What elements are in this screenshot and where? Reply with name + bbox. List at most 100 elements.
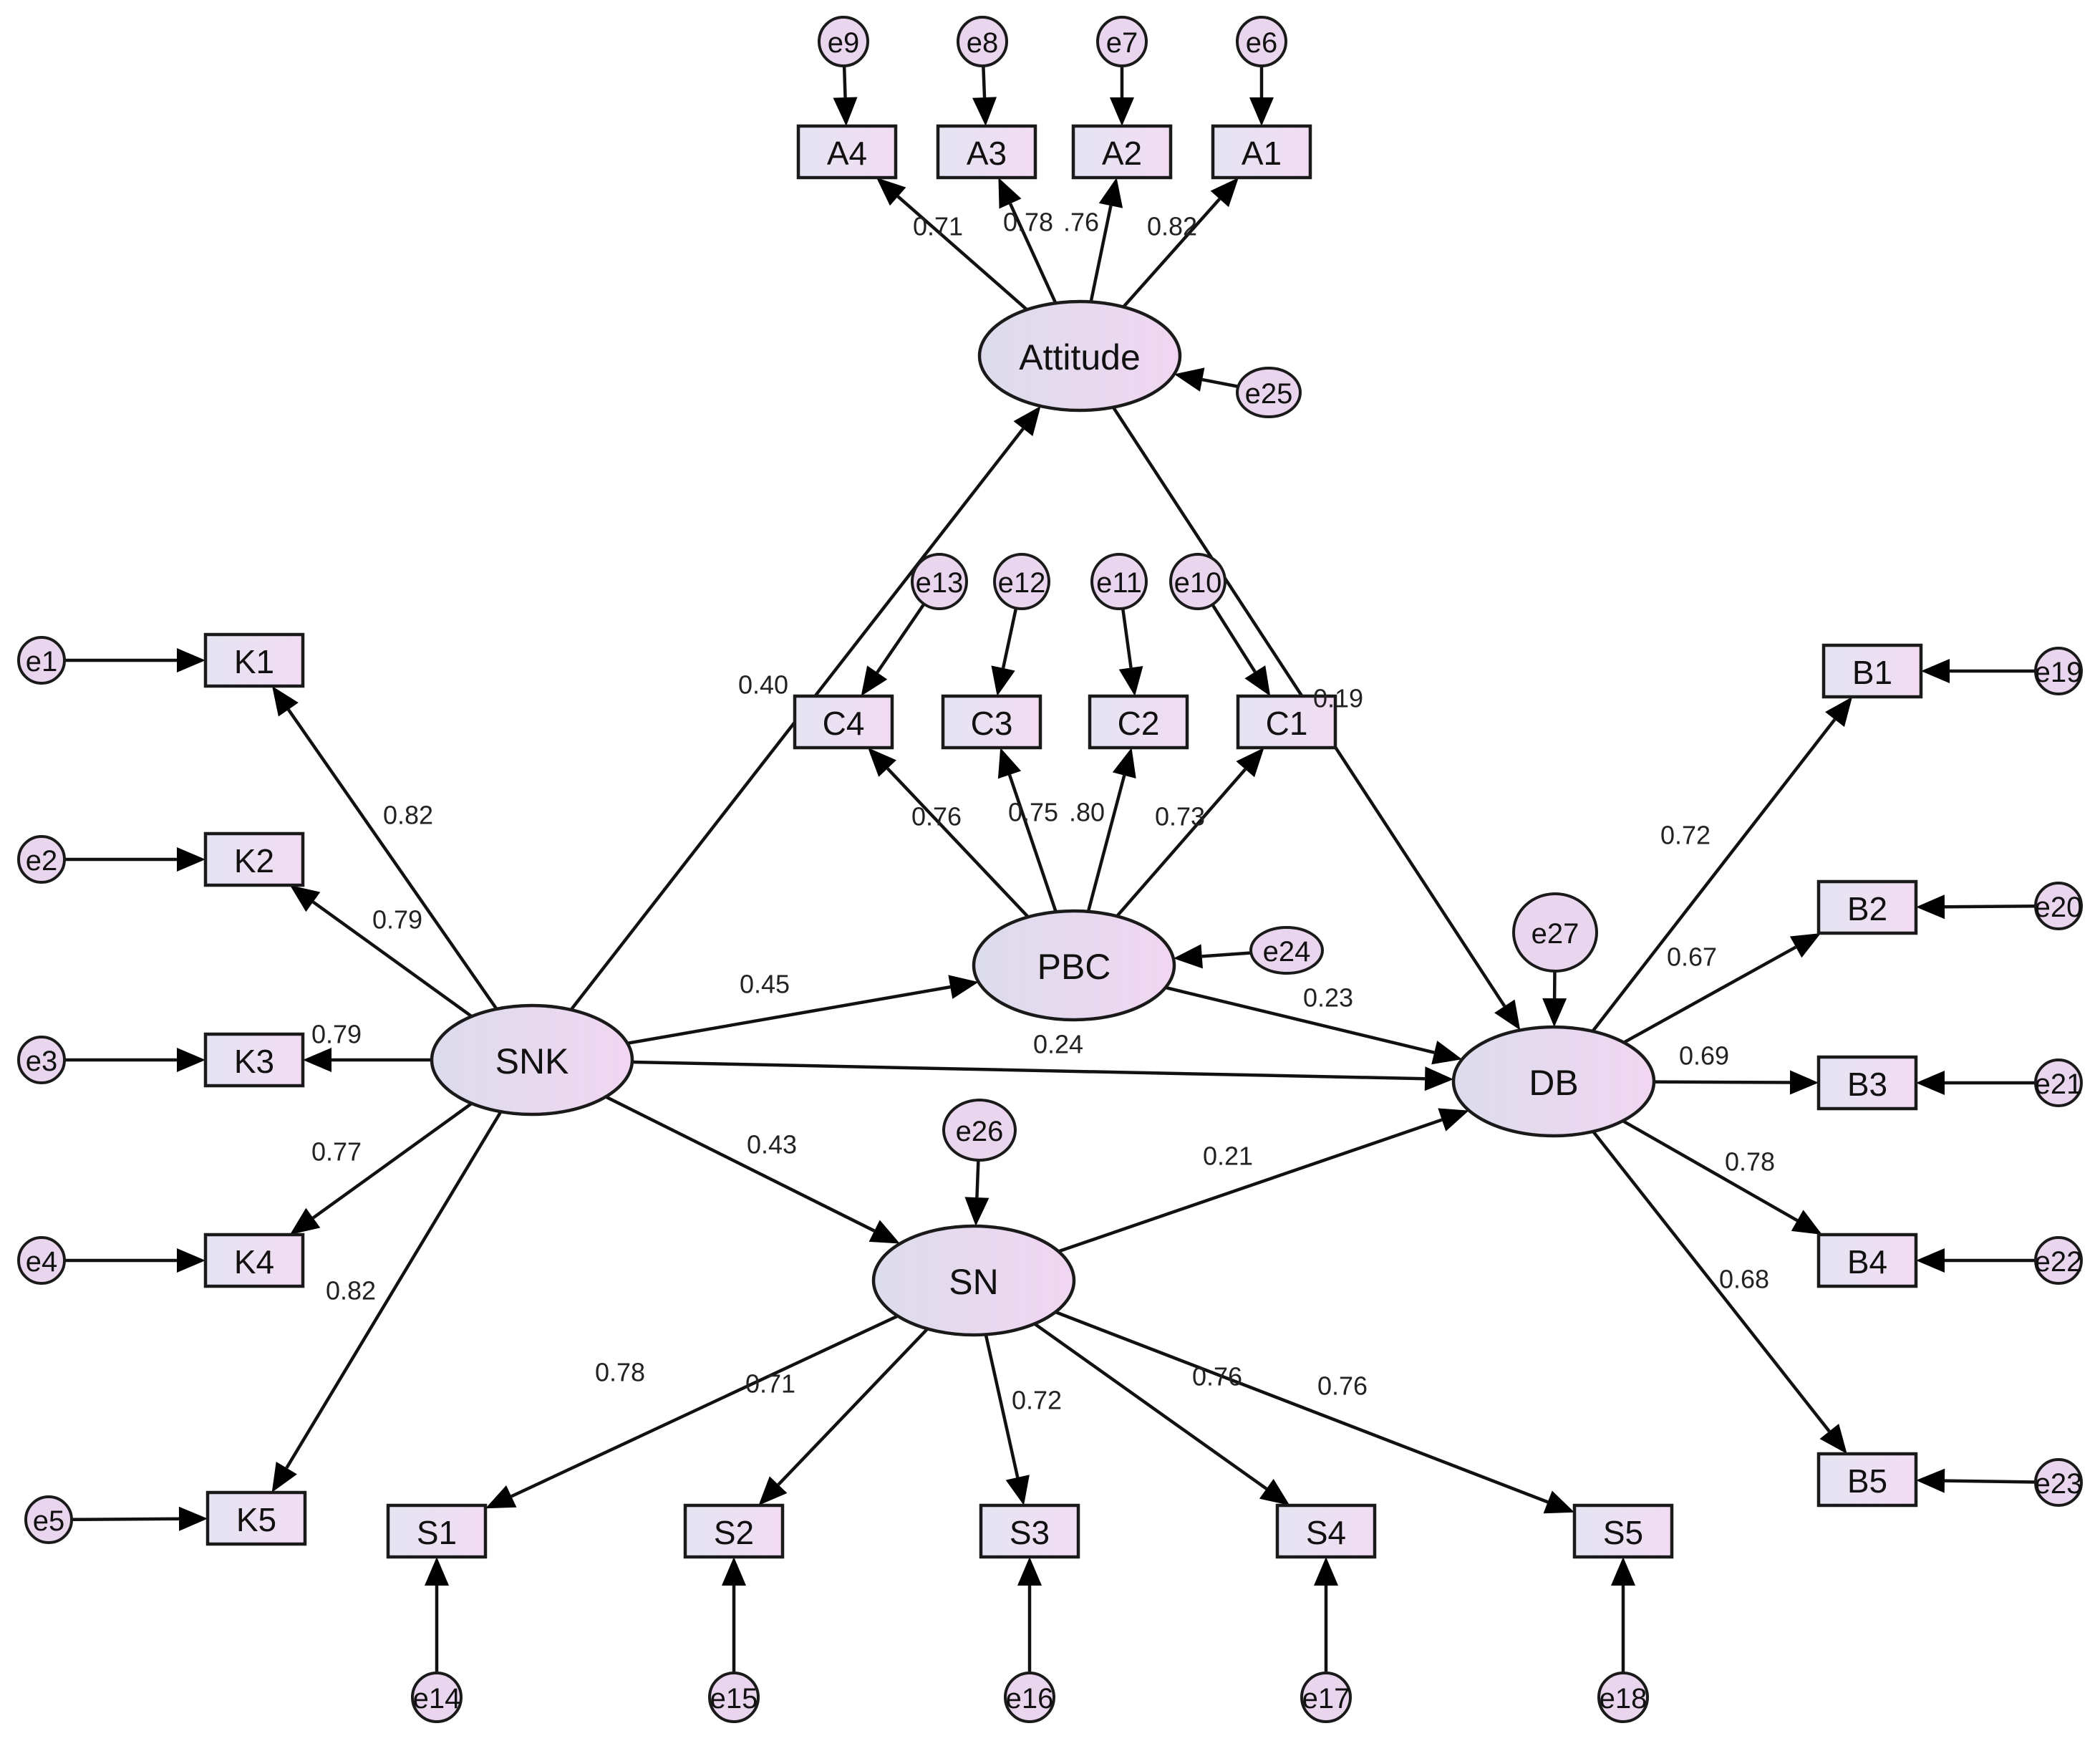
- loading-arrow-snk-k3: [303, 1048, 432, 1072]
- indicator-s5-shape: [1572, 1503, 1674, 1559]
- error-arrow-e27-head: [1542, 998, 1567, 1028]
- indicator-k5-shape: [205, 1490, 307, 1546]
- error-e16-label: e16: [1006, 1683, 1054, 1715]
- indicator-k2-shape: [203, 831, 305, 887]
- coef-attitude-a1: 0.82: [1147, 212, 1197, 241]
- indicator-b1-shape: [1821, 643, 1923, 699]
- error-arrow-e11-head: [1118, 666, 1143, 696]
- loading-arrow-pbc-c1-head: [1236, 748, 1264, 778]
- indicator-c1-shape: [1236, 694, 1337, 750]
- loading-arrow-db-b2: [1622, 933, 1821, 1044]
- error-arrow-e12: [991, 607, 1018, 696]
- error-e22: e22: [2034, 1236, 2083, 1285]
- edges-layer: [64, 65, 2036, 1673]
- latent-db-label: DB: [1529, 1063, 1578, 1103]
- error-e24: e24: [1249, 926, 1324, 975]
- coef-attitude-a4: 0.71: [913, 212, 963, 241]
- error-e13-label: e13: [916, 567, 964, 599]
- error-arrow-e15: [722, 1557, 746, 1673]
- coef-snk-k1: 0.82: [383, 801, 433, 830]
- error-e12-shape: [993, 553, 1050, 610]
- loading-arrow-attitude-a2-head: [1098, 178, 1123, 208]
- error-e25-shape: [1236, 367, 1302, 418]
- loading-arrow-sn-s3: [984, 1334, 1030, 1505]
- error-arrow-e7-head: [1110, 97, 1134, 126]
- error-e10-shape: [1169, 553, 1226, 610]
- error-e2-shape: [17, 835, 66, 884]
- indicator-k1-label: K1: [234, 643, 274, 680]
- coef-pbc-c4: 0.76: [911, 802, 962, 831]
- coef-attitude-a3: 0.78: [1003, 208, 1053, 237]
- coef-sn-s2: 0.71: [745, 1369, 795, 1399]
- loading-arrow-db-b2-head: [1789, 933, 1821, 958]
- error-arrow-e1-head: [177, 648, 205, 672]
- error-e18-label: e18: [1600, 1683, 1647, 1715]
- error-arrow-e14-head: [425, 1557, 449, 1586]
- loading-arrow-pbc-c4-head: [868, 748, 896, 777]
- error-e1-label: e1: [26, 646, 58, 677]
- indicator-k5-label: K5: [236, 1501, 276, 1538]
- error-arrow-e18-head: [1611, 1557, 1635, 1586]
- path-arrow-pbc-db-head: [1431, 1041, 1463, 1065]
- latent-sn: SN: [871, 1224, 1076, 1337]
- error-e1-shape: [17, 636, 66, 685]
- latent-sn-label: SN: [949, 1262, 998, 1302]
- indicator-c1-label: C1: [1266, 705, 1308, 742]
- loading-arrow-db-b1: [1591, 697, 1853, 1033]
- loading-arrow-attitude-a4: [876, 178, 1028, 312]
- latent-db-shape: [1451, 1025, 1656, 1138]
- indicator-b4-label: B4: [1847, 1243, 1887, 1281]
- error-e26-shape: [942, 1099, 1017, 1162]
- indicator-a4-shape: [796, 124, 898, 180]
- path-arrow-snk-attitude-head: [1013, 406, 1041, 437]
- coef-db-b2: 0.67: [1667, 942, 1717, 972]
- error-arrow-e1: [64, 648, 205, 672]
- indicator-s3-label: S3: [1010, 1514, 1050, 1551]
- error-arrow-e26-head: [964, 1197, 989, 1227]
- loading-arrow-pbc-c2: [1086, 748, 1136, 912]
- latent-pbc-shape: [972, 909, 1176, 1022]
- error-e5-label: e5: [33, 1505, 65, 1537]
- error-arrow-e8-head: [972, 97, 997, 126]
- error-e10-label: e10: [1174, 567, 1222, 599]
- error-e23-shape: [2034, 1458, 2083, 1507]
- error-arrow-e8: [972, 65, 997, 126]
- indicator-a3-shape: [936, 124, 1037, 180]
- path-arrow-snk-sn: [605, 1095, 900, 1244]
- latent-attitude-shape: [977, 299, 1182, 413]
- error-e17: e17: [1300, 1672, 1352, 1723]
- latent-pbc: PBC: [972, 909, 1176, 1022]
- error-arrow-e19-head: [1921, 659, 1950, 683]
- loading-arrow-sn-s1-head: [485, 1485, 517, 1509]
- indicator-b4-shape: [1816, 1233, 1918, 1288]
- error-arrow-e17: [1314, 1557, 1338, 1673]
- latent-attitude: Attitude: [977, 299, 1182, 413]
- indicator-s2: S2: [683, 1503, 785, 1559]
- error-arrow-e20: [1916, 894, 2036, 920]
- indicator-k3: K3: [203, 1032, 305, 1088]
- indicator-a2: A2: [1071, 124, 1173, 180]
- error-e9: e9: [818, 16, 869, 67]
- error-e3-shape: [17, 1036, 66, 1084]
- coef-snk-k2: 0.79: [372, 905, 422, 935]
- error-e6-label: e6: [1246, 27, 1278, 59]
- error-arrow-e23: [1916, 1468, 2036, 1493]
- coef-snk-k4: 0.77: [311, 1137, 362, 1167]
- loading-arrow-snk-k2: [289, 885, 473, 1018]
- error-arrow-e3-head: [177, 1048, 205, 1072]
- error-arrow-e4: [64, 1248, 205, 1273]
- indicator-a4: A4: [796, 124, 898, 180]
- error-arrow-e3: [64, 1048, 205, 1072]
- error-e6: e6: [1236, 16, 1287, 67]
- loading-arrow-sn-s5: [1055, 1310, 1574, 1514]
- indicator-s3: S3: [979, 1503, 1080, 1559]
- path-arrow-snk-pbc-head: [948, 975, 979, 999]
- loading-arrow-snk-k4: [289, 1101, 473, 1235]
- loading-arrow-db-b4: [1622, 1119, 1822, 1235]
- error-e3: e3: [17, 1036, 66, 1084]
- indicator-a4-label: A4: [827, 135, 867, 172]
- indicator-s2-label: S2: [714, 1514, 754, 1551]
